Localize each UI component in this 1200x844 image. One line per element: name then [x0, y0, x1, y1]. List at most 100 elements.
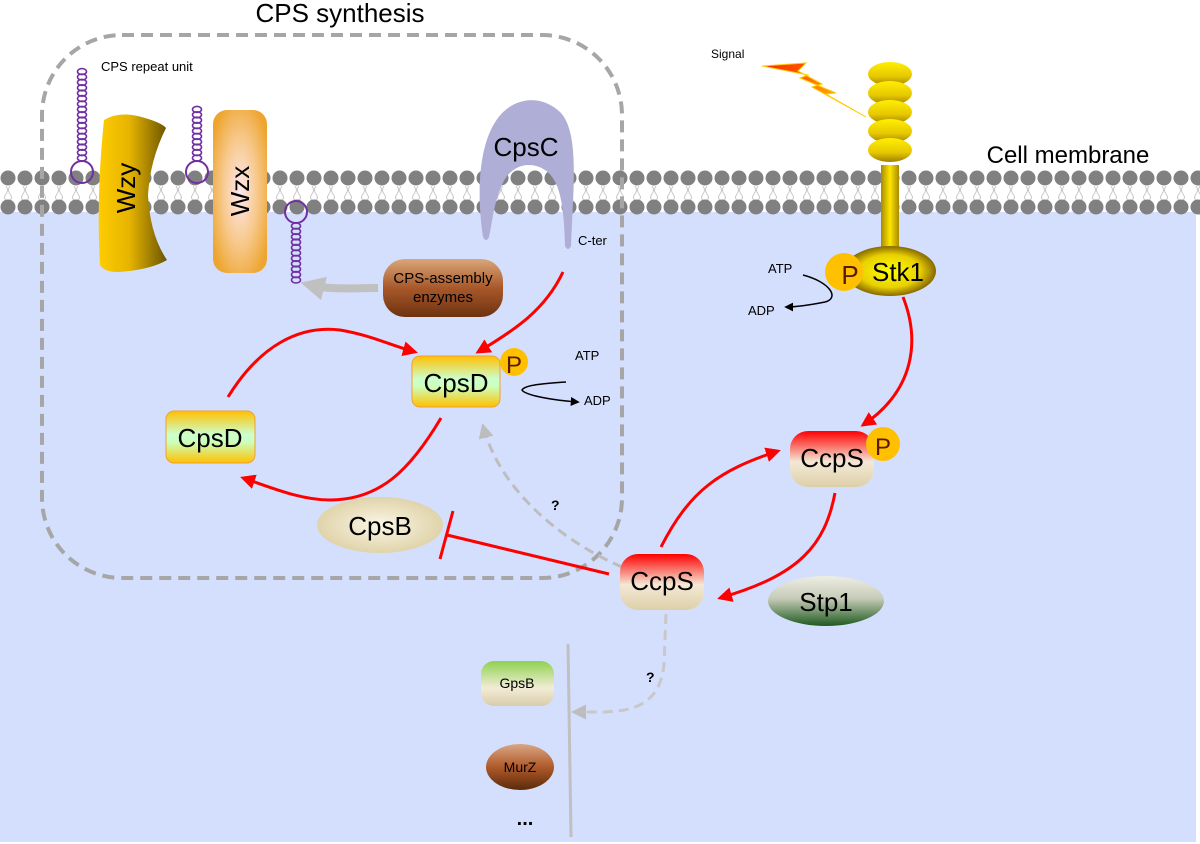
lipid-head	[1020, 170, 1036, 186]
lipid-head	[510, 199, 526, 215]
cell-membrane	[0, 170, 1200, 215]
arrow-stk1-to-ccps	[860, 296, 914, 427]
lipid-head	[1156, 199, 1172, 215]
lipid-head	[629, 199, 645, 215]
receptor-domain	[868, 62, 912, 86]
stp1-label: Stp1	[799, 587, 853, 617]
lipid-tail	[769, 185, 777, 201]
lipid-head	[1105, 170, 1121, 186]
targets-bracket-line	[566, 643, 573, 838]
cps-assembly-enzymes: CPS-assembly enzymes	[383, 259, 503, 317]
lipid-head	[289, 170, 305, 186]
lipid-head	[459, 170, 475, 186]
uncertain-arrow-ccps-to-cpsd	[478, 423, 623, 569]
lipid-tail	[327, 185, 335, 201]
lipid-tail	[837, 185, 845, 201]
lipid-head	[85, 170, 101, 186]
arrow-cpsc-to-cpsd	[475, 271, 565, 354]
lipid-head	[408, 199, 424, 215]
lipid-tail	[633, 185, 641, 201]
lipid-tail	[514, 185, 522, 201]
lipid-tail	[1041, 185, 1049, 201]
lipid-tail	[4, 185, 12, 201]
lipid-tail	[157, 185, 165, 201]
lipid-tail	[939, 185, 947, 201]
lipid-head	[1003, 170, 1019, 186]
lipid-head	[646, 199, 662, 215]
lipid-tail	[786, 185, 794, 201]
lipid-head	[1173, 170, 1189, 186]
cytoplasm-region	[0, 212, 1196, 842]
lipid-head	[731, 199, 747, 215]
wzx-label: Wzx	[225, 166, 255, 217]
lipid-head	[918, 199, 934, 215]
lipid-tail	[378, 185, 386, 201]
lipid-tail	[1024, 185, 1032, 201]
lipid-tail	[582, 185, 590, 201]
cps-repeat-unit-chain	[70, 67, 94, 184]
lipid-tail	[463, 185, 471, 201]
lipid-head	[425, 170, 441, 186]
lipid-head	[272, 199, 288, 215]
lipid-head	[1071, 199, 1087, 215]
lipid-tail	[1194, 185, 1200, 201]
lipid-tail	[1092, 185, 1100, 201]
lipid-head	[1190, 199, 1200, 215]
lipid-head	[1003, 199, 1019, 215]
lipid-head	[1054, 170, 1070, 186]
lipid-head	[748, 170, 764, 186]
lipid-head	[51, 170, 67, 186]
lipid-head	[663, 170, 679, 186]
lipid-head	[1037, 170, 1053, 186]
lipid-head	[493, 199, 509, 215]
lipid-tail	[599, 185, 607, 201]
lipid-tail	[735, 185, 743, 201]
cpsd-phosphate	[500, 348, 528, 376]
lipid-head	[1088, 199, 1104, 215]
lipid-head	[595, 199, 611, 215]
lipid-head	[799, 170, 815, 186]
lipid-head	[799, 199, 815, 215]
arrow-cpsd-right-to-cpsd-left	[240, 417, 443, 502]
lipid-tail	[1177, 185, 1185, 201]
cpsc-label: CpsC	[493, 132, 558, 162]
lipid-head	[1156, 170, 1172, 186]
cps-repeat-unit-chain	[185, 105, 209, 184]
cell-membrane-label: Cell membrane	[987, 142, 1150, 169]
cpsd-atp-adp-arrow	[521, 381, 580, 406]
cpsd-phosphorylated: CpsD P	[411, 348, 528, 408]
lipid-tail	[531, 185, 539, 201]
lipid-head	[1190, 170, 1200, 186]
lipid-tail	[871, 185, 879, 201]
lipid-head	[765, 170, 781, 186]
lipid-tail	[990, 185, 998, 201]
lipid-tail	[344, 185, 352, 201]
lipid-tail	[361, 185, 369, 201]
stk1-phosphate-label: P	[841, 260, 858, 290]
ccps-upper-label: CcpS	[800, 443, 864, 473]
wzy-label: Wzy	[111, 163, 141, 214]
lipid-head	[51, 199, 67, 215]
lipid-head	[68, 199, 84, 215]
uncertain-arrow-ccps-to-targets	[571, 613, 668, 720]
arrow-cpsd-left-to-cpsd-right	[226, 327, 418, 398]
lipid-head	[969, 199, 985, 215]
lipid-head	[391, 170, 407, 186]
lipid-tail	[191, 185, 199, 201]
lipid-head	[714, 170, 730, 186]
lipid-head	[901, 170, 917, 186]
arrow-ccps-lower-to-upper	[659, 447, 781, 548]
ccps-phosphate	[866, 427, 900, 461]
lipid-tail	[956, 185, 964, 201]
lipid-head	[1020, 199, 1036, 215]
stk1-atp-adp-arrow	[784, 274, 833, 312]
lipid-head	[629, 170, 645, 186]
lipid-head	[357, 199, 373, 215]
lipid-tail	[820, 185, 828, 201]
cpsd-adp-label: ADP	[584, 393, 611, 408]
lipid-head	[663, 199, 679, 215]
lipid-head	[867, 199, 883, 215]
lipid-head	[544, 199, 560, 215]
lipid-tail	[174, 185, 182, 201]
lipid-head	[986, 199, 1002, 215]
